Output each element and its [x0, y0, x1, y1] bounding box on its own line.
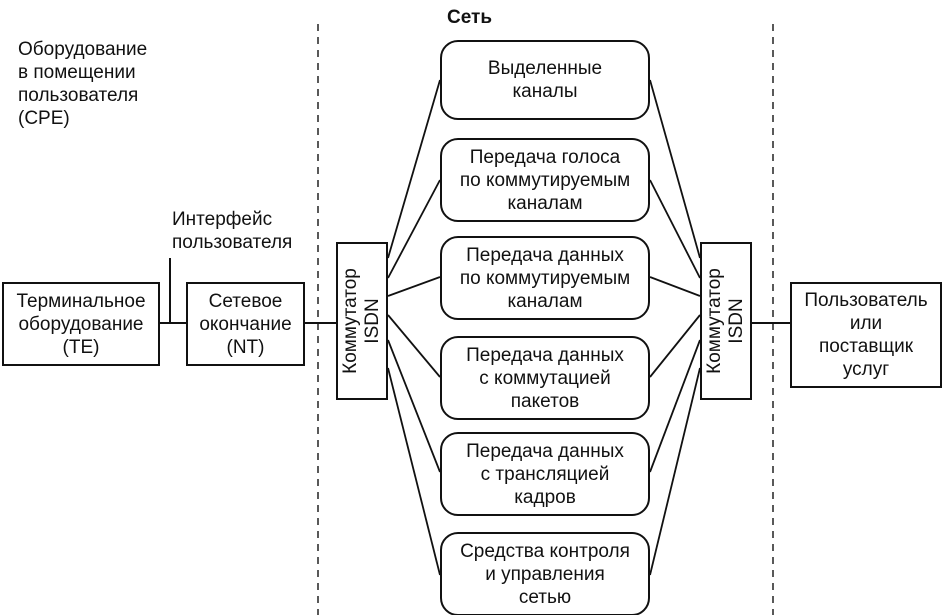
service-line: по коммутируемым: [459, 267, 631, 289]
service-line: и управления: [485, 563, 605, 585]
service-line: пакетов: [510, 390, 580, 412]
interface-label-line: пользователя: [172, 232, 293, 253]
service-line: Передача данных: [466, 440, 624, 462]
left-switch-label: Коммутатор ISDN: [340, 268, 384, 374]
nt-line: (NT): [226, 336, 265, 358]
service-line: Передача голоса: [469, 146, 621, 168]
service-network-management: Средства контроля и управления сетью: [440, 532, 650, 615]
premises-label-line: в помещении: [18, 62, 136, 83]
network-title: Сеть: [447, 7, 493, 28]
provider-line: поставщик: [818, 336, 914, 357]
service-line: Выделенные: [487, 58, 603, 79]
service-line: Передача данных: [466, 344, 624, 366]
right-switch-label: Коммутатор ISDN: [704, 268, 748, 374]
service-line: с коммутацией: [479, 367, 611, 389]
right-fan-lines: [649, 79, 701, 576]
service-line: по коммутируемым: [459, 169, 631, 191]
interface-label: Интерфейс пользователя: [172, 208, 292, 254]
service-frame-relay: Передача данных с трансляцией кадров: [440, 432, 650, 516]
provider-line: услуг: [842, 359, 890, 380]
service-packet-data: Передача данных с коммутацией пакетов: [440, 336, 650, 420]
terminal-line: оборудование: [18, 313, 144, 335]
service-dedicated-lines: Выделенные каналы: [440, 40, 650, 120]
terminal-line: (TE): [62, 336, 100, 358]
right-isdn-switch: Коммутатор ISDN: [700, 242, 752, 400]
service-line: каналы: [512, 81, 578, 102]
interface-label-line: Интерфейс: [172, 209, 273, 230]
service-line: Средства контроля: [460, 540, 630, 562]
right-switch-line: ISDN: [726, 298, 748, 344]
terminal-line: Терминальное: [16, 290, 146, 312]
left-isdn-switch: Коммутатор ISDN: [336, 242, 388, 400]
left-switch-line: Коммутатор: [340, 268, 362, 374]
service-line: каналам: [507, 192, 583, 214]
nt-line: Сетевое: [208, 290, 283, 312]
service-line: каналам: [507, 290, 583, 312]
premises-label-line: пользователя: [18, 85, 139, 106]
left-fan-lines: [387, 79, 441, 576]
service-line: кадров: [514, 486, 576, 508]
service-line: сетью: [518, 586, 572, 608]
provider-line: Пользователь: [804, 290, 928, 311]
network-termination-box: Сетевое окончание (NT): [186, 282, 305, 366]
premises-label: Оборудование в помещении пользователя (C…: [18, 38, 147, 130]
service-line: с трансляцией: [480, 463, 610, 485]
service-line: Передача данных: [466, 244, 624, 266]
terminal-equipment-box: Терминальное оборудование (TE): [2, 282, 160, 366]
service-circuit-data: Передача данных по коммутируемым каналам: [440, 236, 650, 320]
nt-line: окончание: [199, 313, 292, 335]
right-switch-line: Коммутатор: [704, 268, 726, 374]
premises-label-line: Оборудование: [18, 39, 148, 60]
provider-box: Пользователь или поставщик услуг: [790, 282, 942, 388]
premises-label-line: (CPE): [18, 108, 70, 129]
left-switch-line: ISDN: [362, 298, 384, 344]
provider-line: или: [849, 313, 883, 334]
service-circuit-voice: Передача голоса по коммутируемым каналам: [440, 138, 650, 222]
